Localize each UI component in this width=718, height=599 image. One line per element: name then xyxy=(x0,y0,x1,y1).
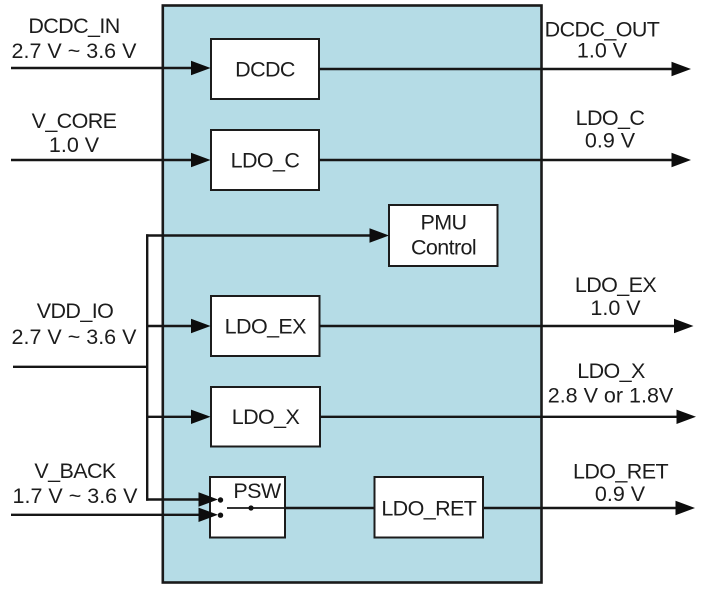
svg-text:0.9 V: 0.9 V xyxy=(595,482,646,506)
svg-text:V_CORE: V_CORE xyxy=(32,109,117,133)
svg-text:PSW: PSW xyxy=(233,479,281,503)
svg-text:1.7 V ~ 3.6 V: 1.7 V ~ 3.6 V xyxy=(13,484,139,508)
svg-text:1.0 V: 1.0 V xyxy=(590,296,641,320)
svg-text:DCDC_IN: DCDC_IN xyxy=(28,14,119,38)
svg-text:LDO_X: LDO_X xyxy=(232,405,300,429)
svg-text:V_BACK: V_BACK xyxy=(34,459,117,483)
svg-text:Control: Control xyxy=(411,236,476,260)
svg-text:LDO_EX: LDO_EX xyxy=(225,315,307,339)
svg-text:LDO_C: LDO_C xyxy=(231,149,300,173)
svg-text:2.8 V or 1.8V: 2.8 V or 1.8V xyxy=(548,384,674,408)
svg-text:LDO_EX: LDO_EX xyxy=(575,273,657,297)
svg-text:DCDC_OUT: DCDC_OUT xyxy=(545,18,660,42)
svg-text:1.0 V: 1.0 V xyxy=(577,39,628,63)
svg-text:2.7 V ~ 3.6 V: 2.7 V ~ 3.6 V xyxy=(12,39,138,63)
svg-text:LDO_X: LDO_X xyxy=(577,359,645,383)
svg-text:LDO_C: LDO_C xyxy=(576,106,645,130)
svg-text:LDO_RET: LDO_RET xyxy=(573,460,668,484)
svg-text:VDD_IO: VDD_IO xyxy=(37,299,113,323)
svg-text:PMU: PMU xyxy=(421,211,467,235)
svg-text:1.0 V: 1.0 V xyxy=(49,133,100,157)
svg-text:DCDC: DCDC xyxy=(235,58,295,82)
svg-text:0.9 V: 0.9 V xyxy=(585,129,636,153)
svg-text:2.7 V ~ 3.6 V: 2.7 V ~ 3.6 V xyxy=(12,325,138,349)
svg-text:LDO_RET: LDO_RET xyxy=(381,497,476,521)
